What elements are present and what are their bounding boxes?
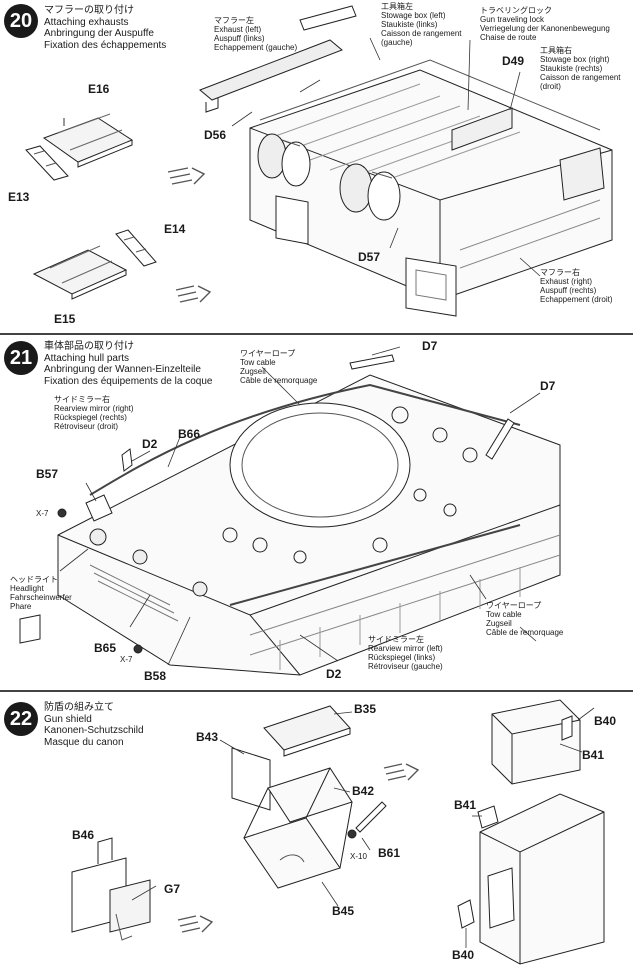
part-b65: B65 [94,641,117,655]
part-e16: E16 [88,82,110,96]
step-number: 21 [4,341,38,375]
part-d7-top: D7 [422,339,438,353]
section-divider [0,690,633,692]
step-number: 20 [4,4,38,38]
label-exhaust-left: マフラー左 Exhaust (left) Auspuff (links) Ech… [214,16,298,52]
step-title: 車体部品の取り付け Attaching hull parts Anbringun… [44,341,213,387]
part-b41-top: B41 [582,748,605,762]
label-mirror-left: サイドミラー左 Rearview mirror (left) Rückspieg… [368,635,443,671]
part-x7-upper: X-7 [36,509,49,518]
step-22-illustration [0,692,633,970]
label-tow-cable-bottom: ワイヤーロープ Tow cable Zugseil Câble de remor… [486,601,564,637]
step-21-illustration [0,335,633,690]
step-22-section: 22 防盾の組み立て Gun shield Kanonen-Schutzschi… [0,692,633,970]
part-d57: D57 [358,250,381,264]
part-d56: D56 [204,128,227,142]
part-d49: D49 [502,54,525,68]
part-e13: E13 [8,190,30,204]
part-b66: B66 [178,427,201,441]
part-d2-lower: D2 [326,667,342,681]
step-20-illustration [0,0,633,333]
label-tow-cable-top: ワイヤーロープ Tow cable Zugseil Câble de remor… [240,349,318,385]
label-exhaust-right: マフラー右 Exhaust (right) Auspuff (rechts) E… [540,268,613,304]
label-stowage-left: 工具箱左 Stowage box (left) Staukiste (links… [381,2,462,47]
part-b41-bottom: B41 [454,798,477,812]
part-b61: B61 [378,846,401,860]
part-b40-bottom: B40 [452,948,475,962]
label-stowage-right: 工具箱右 Stowage box (right) Staukiste (rech… [540,46,621,91]
part-d2-upper: D2 [142,437,158,451]
section-divider [0,333,633,335]
step-number: 22 [4,702,38,736]
label-headlight: ヘッドライト Headlight Fahrscheinwerfer Phare [10,575,72,611]
part-g7: G7 [164,882,181,896]
part-b40-top: B40 [594,714,617,728]
part-b46: B46 [72,828,95,842]
part-x10: X-10 [350,852,367,861]
part-x7-lower: X-7 [120,655,133,664]
part-b58: B58 [144,669,167,683]
part-d7-right: D7 [540,379,556,393]
part-b43: B43 [196,730,219,744]
part-b35: B35 [354,702,377,716]
step-title: 防盾の組み立て Gun shield Kanonen-Schutzschild … [44,702,144,748]
part-b45: B45 [332,904,355,918]
part-e15: E15 [54,312,76,326]
step-20-section: 20 マフラーの取り付け Attaching exhausts Anbringu… [0,0,633,333]
step-title: マフラーの取り付け Attaching exhausts Anbringung … [44,5,167,51]
part-e14: E14 [164,222,186,236]
part-b42: B42 [352,784,375,798]
label-gun-travel-lock: トラベリングロック Gun traveling lock Verriegelun… [480,6,610,42]
label-mirror-right: サイドミラー右 Rearview mirror (right) Rückspie… [54,395,134,431]
part-b57: B57 [36,467,59,481]
step-21-section: 21 車体部品の取り付け Attaching hull parts Anbrin… [0,335,633,690]
